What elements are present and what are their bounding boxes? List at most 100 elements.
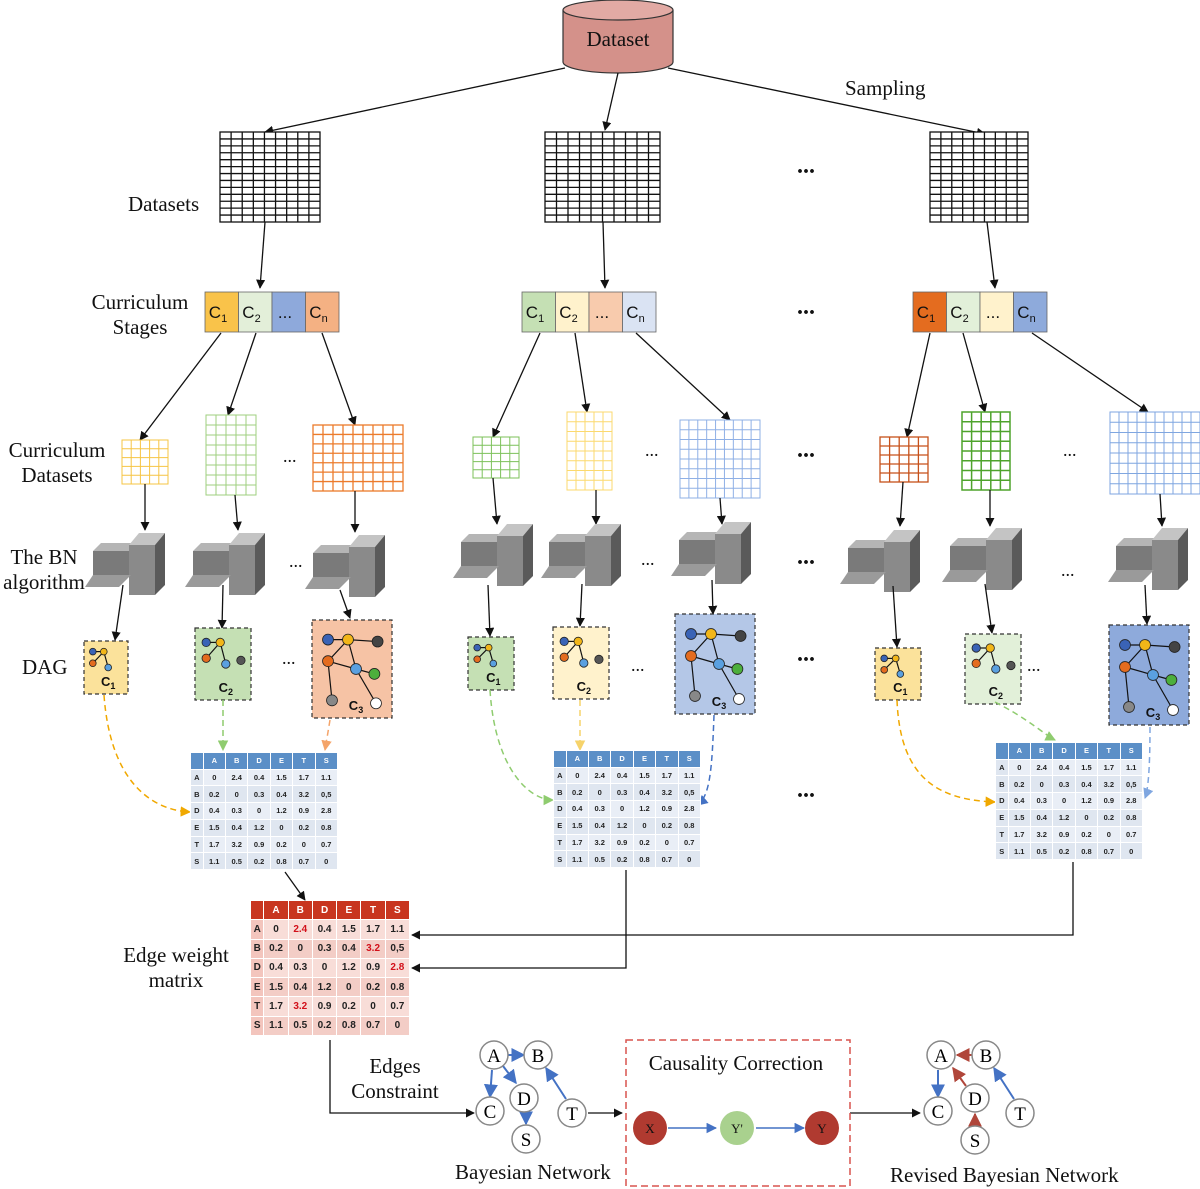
matrix-cell: 1.1 [1007, 842, 1031, 860]
correction-node-x: X [633, 1111, 667, 1145]
matrix-cell: 0 [1097, 825, 1121, 844]
matrix-cell: 1.1 [565, 850, 589, 868]
bn-node-b: B [523, 1040, 553, 1070]
matrix-cell: 0.4 [1074, 775, 1099, 794]
matrix-cell: 0.3 [1029, 792, 1054, 810]
ellipsis-small-2c: ... [631, 655, 645, 675]
revised-bayesian-network-label: Revised Bayesian Network [890, 1163, 1119, 1187]
svg-text:T: T [566, 1104, 578, 1125]
matrix-cell: 0.9 [1052, 825, 1076, 844]
matrix-row-header: T [250, 996, 265, 1017]
matrix-cell: 0.9 [292, 802, 316, 820]
matrix-cell: 0.2 [311, 1015, 338, 1037]
curriculum-grid-2-3 [679, 419, 761, 499]
matrix-cell: 0 [610, 800, 634, 818]
ellipsis-stages: ... [797, 294, 815, 320]
matrix-cell: 0.4 [565, 800, 589, 818]
matrix-cell: 1.2 [1052, 808, 1076, 827]
matrix-header-cell: D [1052, 742, 1076, 760]
matrix-cell: 0.7 [384, 996, 411, 1017]
curriculum-to-bn-arrows [140, 477, 1167, 533]
matrix-cell: 0.8 [677, 816, 702, 835]
matrix-header-cell: A [202, 752, 226, 770]
dag-3-1: C1 [874, 647, 922, 701]
sampled-grid-2 [544, 131, 661, 223]
bn-to-dag-arrows [111, 579, 1152, 648]
matrix-row-header: B [250, 938, 265, 959]
matrix-cell: 0.4 [202, 802, 226, 820]
matrix-cell: 0.2 [202, 785, 226, 804]
svg-text:Y': Y' [731, 1121, 743, 1136]
curriculum-grid-2-2 [566, 411, 613, 491]
matrix-cell: 1.1 [314, 768, 339, 787]
dag-2-2: C2 [552, 626, 610, 700]
ellipsis-dag: ... [797, 641, 815, 667]
matrix-header-cell: T [360, 900, 386, 921]
matrix-header-cell [250, 900, 265, 921]
matrix-cell: 0 [1074, 808, 1099, 827]
matrix-cell: 0.3 [1052, 775, 1076, 794]
dag-to-matrix-arrows [103, 689, 1154, 817]
matrix-cell: 0.2 [1052, 842, 1076, 860]
stage-cell [521, 291, 556, 333]
matrix-cell: 0.4 [224, 818, 249, 837]
matrix-cell: 0 [224, 785, 249, 804]
dag-3-2: C2 [964, 633, 1022, 705]
matrix-cell: 0.8 [632, 850, 657, 868]
matrix-cell: 1.7 [360, 919, 386, 940]
matrix-cell: 2.8 [677, 800, 702, 818]
stage-cell [588, 291, 623, 333]
matrix-cell: 0.7 [655, 850, 679, 868]
stage-cell [271, 291, 306, 333]
bn-block-1-2 [185, 533, 265, 595]
matrix-cell: 1.5 [269, 768, 294, 787]
curriculum-datasets-label: Curriculum Datasets [8, 438, 106, 488]
matrix-cell: 0 [384, 1015, 411, 1037]
matrix-header-cell: A [1007, 742, 1031, 760]
dag-1-2: C2 [194, 627, 252, 701]
bn-block-3-2 [942, 528, 1022, 590]
matrix-header-cell [190, 752, 204, 770]
matrix-cell: 1.1 [263, 1015, 289, 1037]
bn-block-1-3 [305, 535, 385, 597]
curriculum-grid-2-1 [472, 436, 520, 479]
curriculum-dataset-grids [121, 411, 1200, 499]
matrix-row-header: D [995, 792, 1009, 810]
grid-to-stage-arrows [256, 221, 999, 289]
bn-block-1-1 [85, 533, 165, 595]
rbn-node-b: B [971, 1040, 1001, 1070]
edges-constraint-arrow [329, 1040, 921, 1118]
dag-2-3: C3 [674, 613, 756, 715]
matrix-row-header: B [190, 785, 204, 804]
matrix-row-header: D [250, 957, 265, 979]
svg-text:A: A [487, 1046, 501, 1067]
matrix-header-cell: E [336, 900, 362, 921]
matrix-cell: 0.7 [1119, 825, 1144, 844]
matrix-cell: 1.5 [1007, 808, 1031, 827]
matrix-header-cell: D [311, 900, 338, 921]
matrix-cell: 2.4 [287, 919, 313, 940]
matrix-cell: 0,5 [314, 785, 339, 804]
bn-node-t: T [557, 1098, 587, 1128]
matrix-row-header: E [553, 816, 567, 835]
matrix-cell: 0.8 [1119, 808, 1144, 827]
matrix-row-header: A [553, 766, 567, 785]
svg-text:D: D [517, 1089, 531, 1110]
matrix-row-header: T [995, 825, 1009, 844]
matrix-cell: 0.3 [587, 800, 612, 818]
curriculum-stages-label: Curriculum Stages [91, 290, 189, 340]
matrix-cell: 0 [587, 783, 612, 802]
